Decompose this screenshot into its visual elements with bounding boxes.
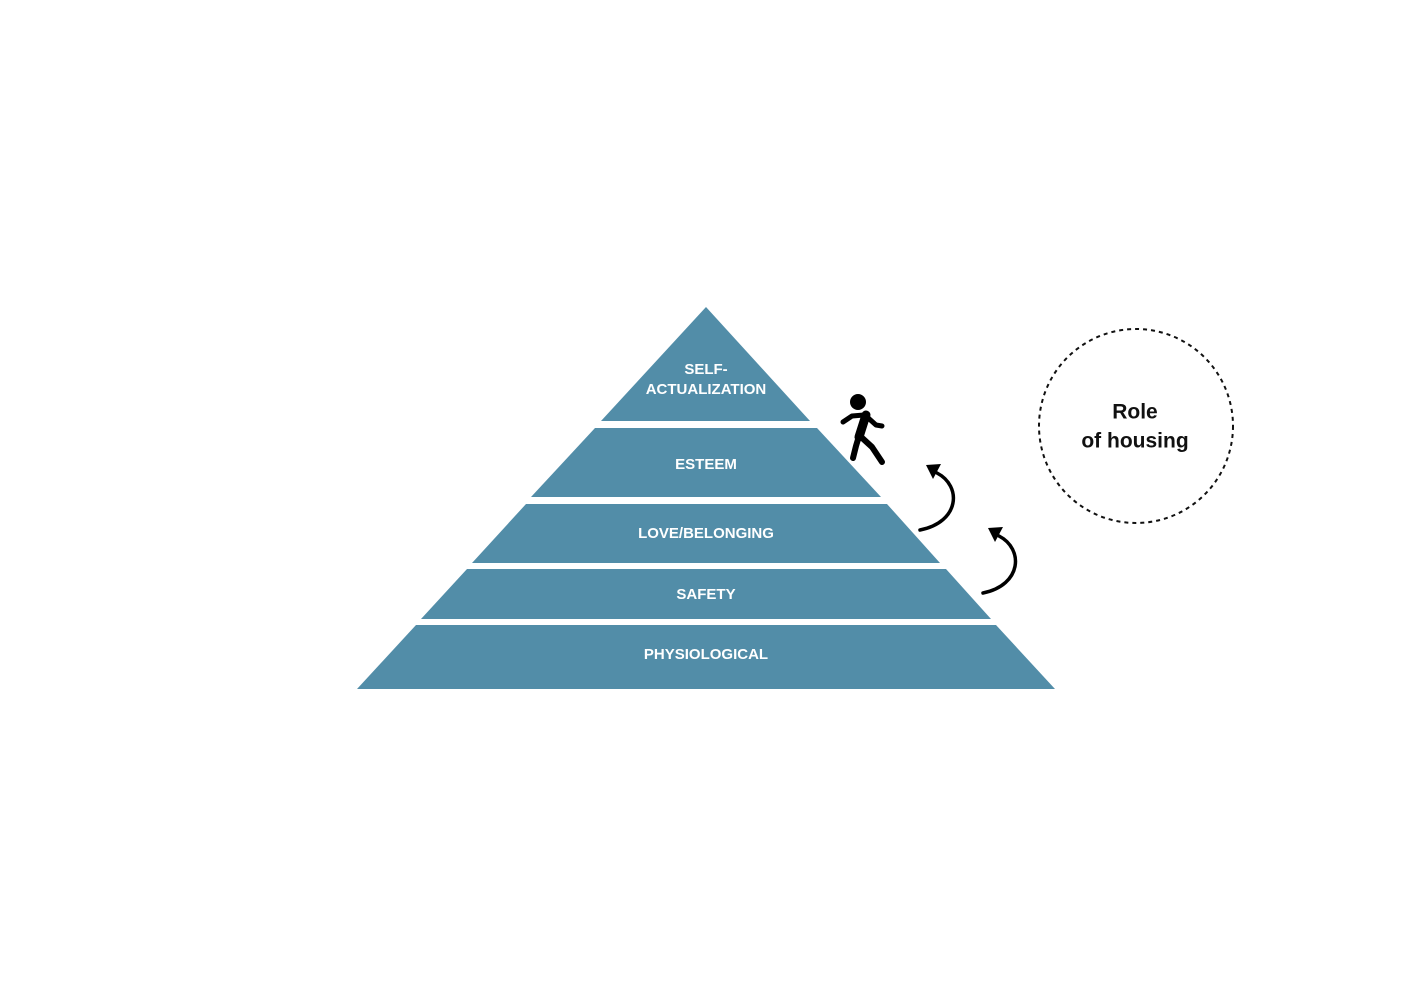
circle-label-line1: Role	[1112, 401, 1158, 424]
tier-physiological	[357, 625, 1055, 689]
curved-arrow-up-icon	[918, 464, 956, 532]
walking-person-icon	[840, 394, 885, 465]
curved-arrow-up-icon	[981, 527, 1018, 595]
tier-self-actualization	[601, 307, 810, 421]
tier-label-safety: SAFETY	[676, 586, 735, 603]
tier-esteem	[531, 428, 881, 497]
tier-safety	[421, 569, 991, 619]
tier-label-physiological: PHYSIOLOGICAL	[644, 646, 768, 663]
tier-love-belonging	[472, 504, 940, 563]
role-of-housing-circle	[1038, 328, 1234, 524]
tier-label-self-actualization-line1: SELF-	[684, 361, 727, 378]
tier-label-esteem: ESTEEM	[675, 456, 737, 473]
tier-label-love-belonging: LOVE/BELONGING	[638, 525, 774, 542]
circle-label-line2: of housing	[1081, 430, 1188, 453]
tier-label-self-actualization-line2: ACTUALIZATION	[646, 381, 767, 398]
